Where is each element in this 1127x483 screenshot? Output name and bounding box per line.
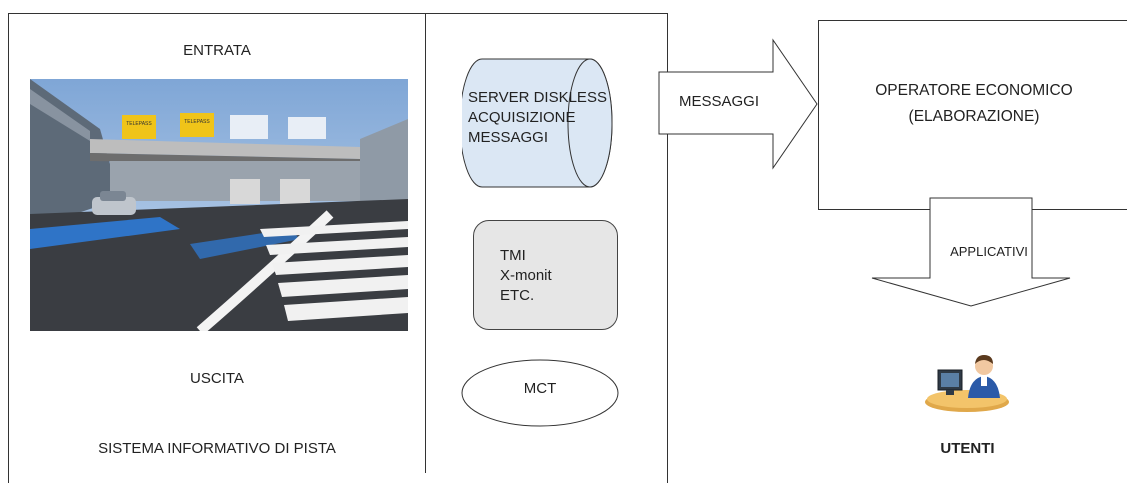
- tool-xmonit: X-monit: [500, 267, 552, 284]
- uscita-label: USCITA: [190, 370, 244, 387]
- sign-text-1: TELEPASS: [126, 121, 152, 127]
- operatore-line-1: OPERATORE ECONOMICO: [875, 82, 1073, 99]
- operatore-economico-text: OPERATORE ECONOMICO (ELABORAZIONE): [818, 78, 1127, 130]
- server-diskless-text: SERVER DISKLESS ACQUISIZIONE MESSAGGI: [468, 88, 608, 148]
- monitoring-tools-box: [473, 220, 618, 330]
- applicativi-arrow: [871, 197, 1071, 307]
- mct-label: MCT: [523, 380, 557, 397]
- applicativi-label: APPLICATIVI: [950, 244, 1028, 259]
- sistema-informativo-label: SISTEMA INFORMATIVO DI PISTA: [98, 440, 336, 457]
- user-at-computer-icon: [925, 355, 1009, 412]
- operatore-line-2: (ELABORAZIONE): [908, 108, 1040, 125]
- utenti-label: UTENTI: [940, 440, 995, 457]
- mct-ellipse: [461, 359, 619, 427]
- toll-station-photo: TELEPASS TELEPASS: [30, 79, 408, 331]
- entrata-label: ENTRATA: [183, 42, 251, 59]
- server-cylinder: [462, 58, 613, 188]
- server-line-1: SERVER DISKLESS: [468, 89, 607, 106]
- tool-etc: ETC.: [500, 287, 535, 304]
- messaggi-arrow: [658, 38, 818, 170]
- monitoring-tools-text: TMI X-monit ETC.: [500, 246, 552, 306]
- server-line-2: ACQUISIZIONE: [468, 109, 576, 126]
- sistema-informativo-panel: [8, 13, 668, 483]
- messaggi-label: MESSAGGI: [678, 93, 760, 110]
- server-line-3: MESSAGGI: [468, 129, 549, 146]
- panel-divider: [425, 13, 426, 473]
- tool-tmi: TMI: [500, 247, 526, 264]
- sign-text-2: TELEPASS: [184, 119, 210, 125]
